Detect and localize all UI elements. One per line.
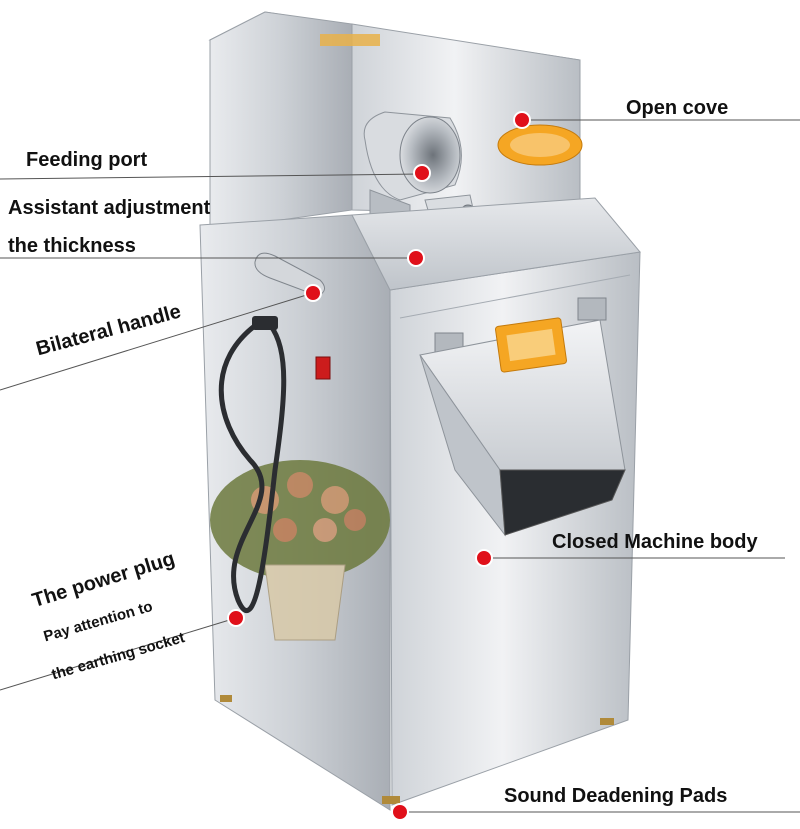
power-switch: [315, 356, 331, 380]
callout-markers: [227, 111, 531, 821]
sound-deadening-pads: [220, 695, 614, 804]
marker-open-cover: [513, 111, 531, 129]
discharge-chute: [419, 317, 626, 537]
label-adjustment-line1: Assistant adjustment: [8, 197, 211, 219]
label-open-cover: Open cove: [626, 97, 729, 119]
marker-adjustment: [407, 249, 425, 267]
marker-handle: [304, 284, 322, 302]
marker-body: [475, 549, 493, 567]
side-handle: [254, 252, 325, 297]
power-cord: [218, 316, 287, 613]
marker-plug: [227, 609, 245, 627]
flower-reflection: [210, 460, 390, 641]
marker-feeding-port: [413, 164, 431, 182]
label-sound-pads: Sound Deadening Pads: [504, 785, 728, 807]
label-closed-body: Closed Machine body: [552, 531, 758, 553]
marker-pads: [391, 803, 409, 821]
label-adjustment-line2: the thickness: [8, 235, 136, 257]
cover-warning-sticker: [497, 124, 583, 166]
leader-lines: [0, 119, 800, 813]
feeding-funnel: [363, 111, 462, 236]
label-feeding-port: Feeding port: [26, 149, 148, 171]
